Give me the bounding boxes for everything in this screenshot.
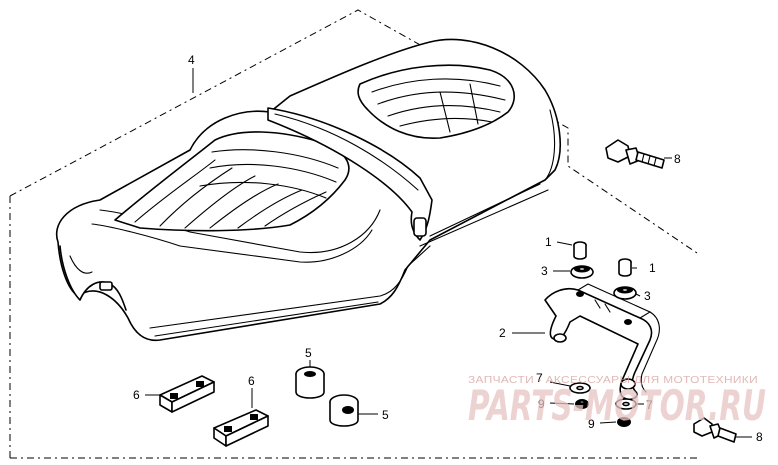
washer-left: [569, 382, 591, 394]
group-boundary: [9, 9, 701, 459]
collar-right: [618, 258, 632, 277]
callout-5-upper: 5: [305, 346, 312, 360]
collar-left: [573, 241, 587, 260]
watermark: PARTS-MOTOR.RU ЗАПЧАСТИ - АКСЕССУАРЫ ДЛЯ…: [468, 375, 766, 430]
callout-3-left: 3: [541, 264, 548, 278]
callout-6-left: 6: [133, 388, 140, 402]
callout-7-left: 7: [536, 371, 543, 385]
leader-lines: [145, 68, 752, 438]
callout-4: 4: [188, 53, 195, 67]
callout-6-right: 6: [248, 374, 255, 388]
bolt-upper: [605, 139, 665, 169]
grommet-left: [570, 265, 594, 279]
callout-9-left: 9: [538, 397, 545, 411]
cushion-upper: [295, 366, 325, 399]
bolt-lower: [693, 417, 737, 443]
callout-8-lower: 8: [756, 430, 763, 444]
cushion-lower: [329, 394, 359, 427]
callout-2: 2: [499, 326, 506, 340]
callout-1-left: 1: [545, 235, 552, 249]
callout-1-right: 1: [649, 261, 656, 275]
nut-left: [575, 399, 589, 409]
grommet-right: [613, 286, 637, 300]
rubber-block-lower: [213, 409, 269, 447]
watermark-logo: PARTS-MOTOR.RU: [468, 381, 766, 430]
rubber-block-upper: [159, 375, 215, 413]
callout-7-right: 7: [646, 398, 653, 412]
nut-right: [617, 417, 631, 427]
callout-3-right: 3: [644, 289, 651, 303]
watermark-caption: ЗАПЧАСТИ - АКСЕССУАРЫ ДЛЯ МОТОТЕХНИКИ: [468, 375, 758, 386]
seat-bracket: [544, 283, 660, 401]
callout-8-upper: 8: [674, 152, 681, 166]
callout-5-lower: 5: [382, 408, 389, 422]
callout-9-right: 9: [588, 417, 595, 431]
seat: [55, 38, 561, 342]
